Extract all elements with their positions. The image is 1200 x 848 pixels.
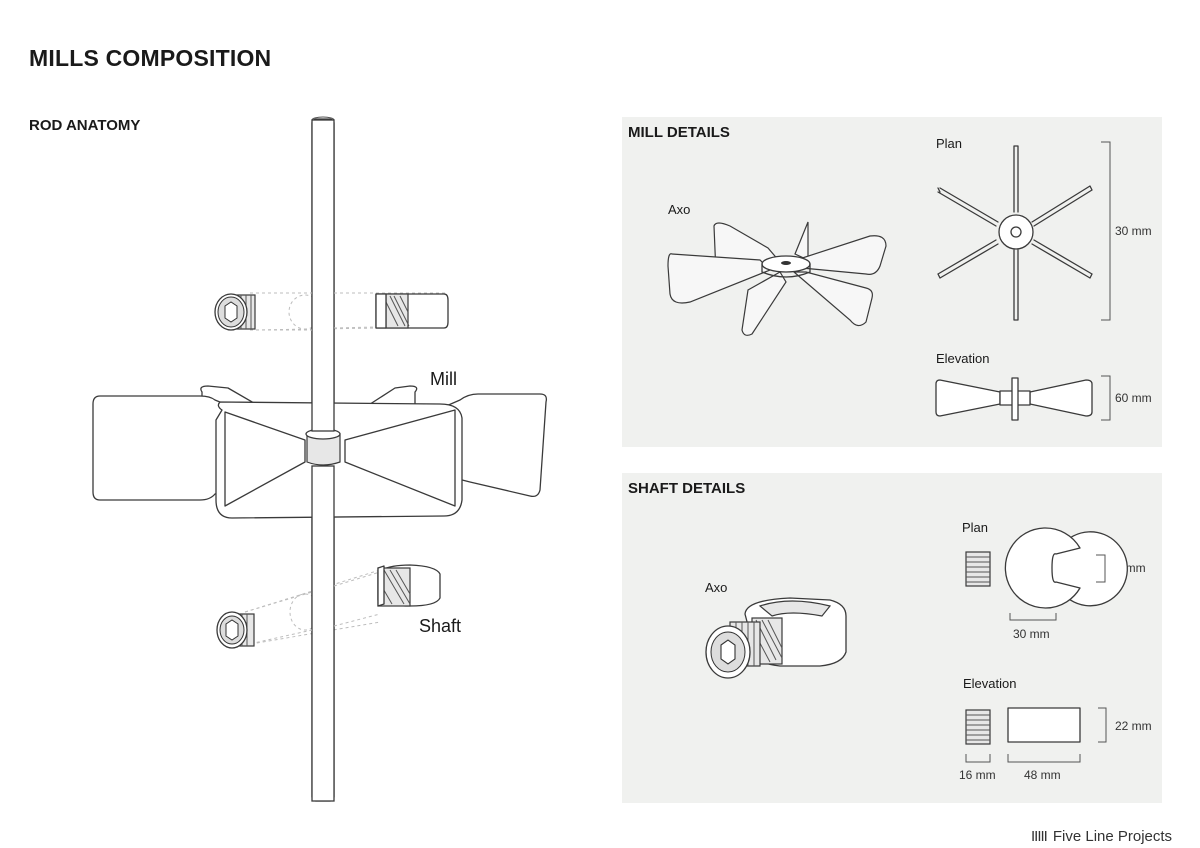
shaft-elevation-height-dimension: 22 mm bbox=[1115, 719, 1152, 733]
shaft-axo-view bbox=[705, 597, 847, 679]
mill-plan-view bbox=[937, 141, 1111, 321]
mill-details-heading: MILL DETAILS bbox=[628, 124, 730, 141]
upper-set-screw bbox=[214, 293, 256, 331]
mill-elevation-label: Elevation bbox=[936, 351, 990, 366]
shaft-axo-label: Axo bbox=[705, 580, 728, 595]
shaft-plan-view bbox=[965, 527, 1128, 621]
upper-shaft-collar bbox=[375, 293, 449, 329]
mill-elevation-view bbox=[935, 375, 1111, 421]
mill-plan-label: Plan bbox=[936, 136, 963, 151]
shaft-details-heading: SHAFT DETAILS bbox=[628, 480, 746, 497]
shaft-callout: Shaft bbox=[419, 616, 462, 636]
page-title: MILLS COMPOSITION bbox=[29, 45, 272, 71]
rod-anatomy-heading: ROD ANATOMY bbox=[29, 117, 141, 134]
mill-elevation-dimension: 60 mm bbox=[1115, 391, 1152, 405]
mill-plan-dimension: 30 mm bbox=[1115, 224, 1152, 238]
mill-axo-label: Axo bbox=[668, 202, 691, 217]
collar-width-dimension: 48 mm bbox=[1024, 768, 1061, 782]
screw-width-dimension: 16 mm bbox=[959, 768, 996, 782]
brand-mark: IIIII bbox=[1031, 828, 1048, 845]
shaft-plan-label: Plan bbox=[962, 520, 989, 535]
shaft-elevation-view bbox=[965, 707, 1107, 763]
shaft-plan-width-dimension: 30 mm bbox=[1013, 627, 1050, 641]
rod-anatomy-drawing bbox=[92, 116, 548, 802]
mill-callout: Mill bbox=[430, 369, 457, 389]
mill-axo-view bbox=[667, 221, 887, 336]
shaft-elevation-label: Elevation bbox=[963, 676, 1017, 691]
lower-shaft-collar bbox=[377, 564, 441, 607]
brand-name: Five Line Projects bbox=[1052, 828, 1173, 845]
lower-set-screw bbox=[216, 611, 255, 649]
